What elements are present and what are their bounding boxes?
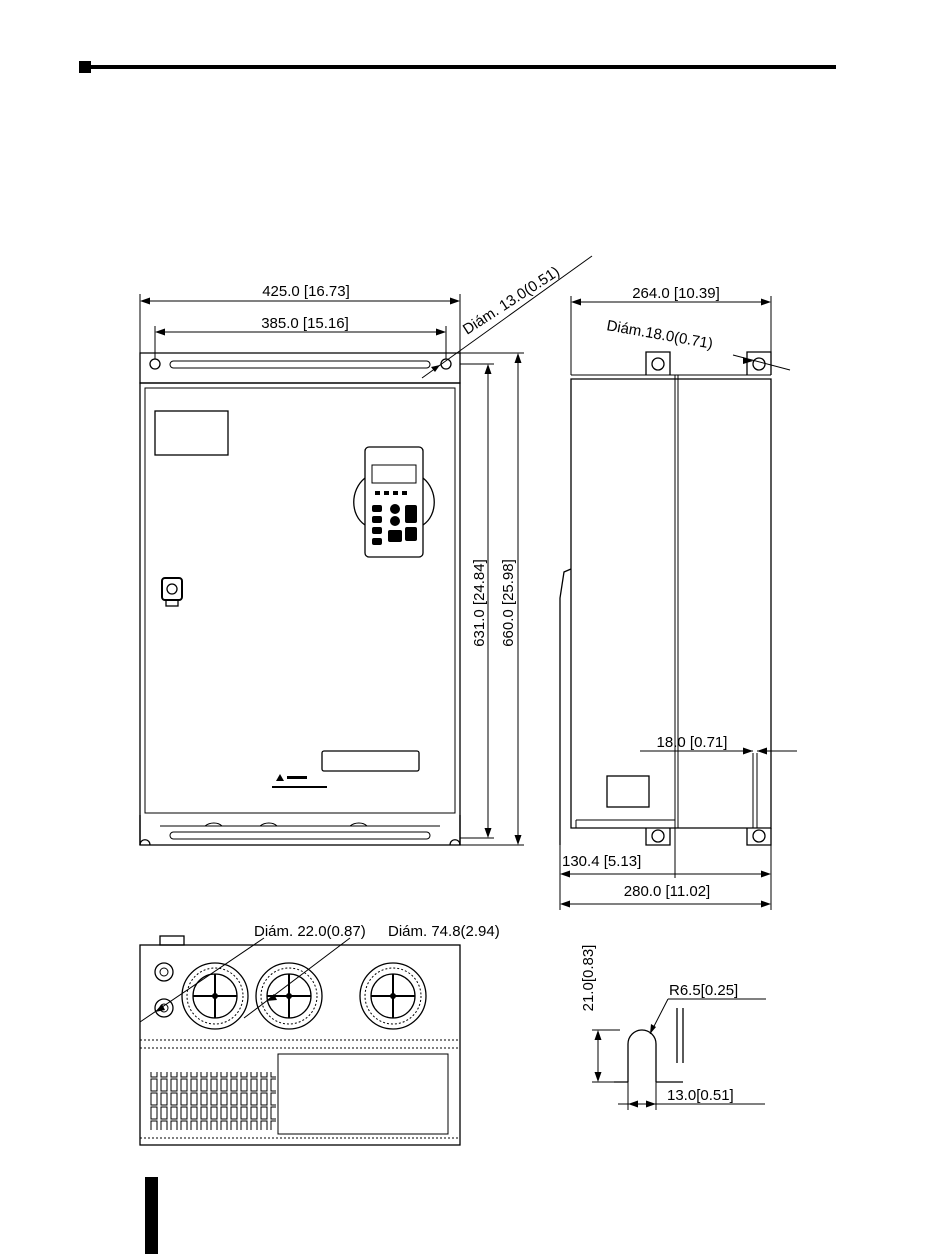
brand-logo-icon: [272, 774, 327, 788]
front-body: [140, 383, 460, 845]
front-view: 425.0 [16.73] 385.0 [15.16] Diám. 13.0(0…: [140, 256, 592, 845]
vent-grill: [150, 1072, 276, 1130]
header-rule: [79, 61, 836, 73]
nameplate-window: [155, 411, 228, 455]
overall-width-label: 425.0 [16.73]: [262, 283, 350, 300]
fan-icon: [256, 963, 322, 1029]
footer-bar: [145, 1177, 158, 1254]
small-hole-label: Diám. 22.0(0.87): [254, 923, 366, 940]
flange-offset-label: 18.0 [0.71]: [657, 734, 728, 751]
fan-diameter-label: Diám. 74.8(2.94): [388, 923, 500, 940]
overall-height-label: 660.0 [25.98]: [500, 559, 517, 647]
bottom-view: Diám. 22.0(0.87) Diám. 74.8(2.94): [140, 923, 500, 1145]
side-window: [607, 776, 649, 807]
panel-offset-label: 130.4 [5.13]: [562, 853, 641, 870]
side-hole-diameter-label: Diám.18.0(0.71): [605, 317, 714, 352]
fan-mesh: [278, 1054, 448, 1134]
door-lock-icon: [162, 578, 182, 606]
side-view: 264.0 [10.39] Diám.18.0(0.71) 18.0 [0.71…: [560, 285, 797, 910]
header-line: [91, 65, 836, 69]
label-plate: [322, 751, 419, 771]
total-depth-label: 280.0 [11.02]: [624, 883, 710, 900]
mount-hole-diameter-label: Diám. 13.0(0.51): [460, 263, 563, 338]
front-cover-panel: [145, 388, 455, 813]
slot-radius-label: R6.5[0.25]: [669, 982, 738, 999]
mount-spacing-label: 385.0 [15.16]: [261, 315, 349, 332]
depth-label: 264.0 [10.39]: [632, 285, 720, 302]
fan-icon: [182, 963, 248, 1029]
keypad: [354, 447, 435, 557]
slot-width-label: 13.0[0.51]: [667, 1087, 734, 1104]
mount-hole-left: [150, 359, 160, 369]
mount-height-label: 631.0 [24.84]: [471, 559, 488, 647]
fan-icon: [360, 963, 426, 1029]
keypad-display: [372, 465, 416, 483]
slot-detail: 21.0[0.83] R6.5[0.25] 13.0[0.51]: [580, 945, 766, 1110]
slot-height-label: 21.0[0.83]: [580, 945, 597, 1012]
header-marker: [79, 61, 91, 73]
